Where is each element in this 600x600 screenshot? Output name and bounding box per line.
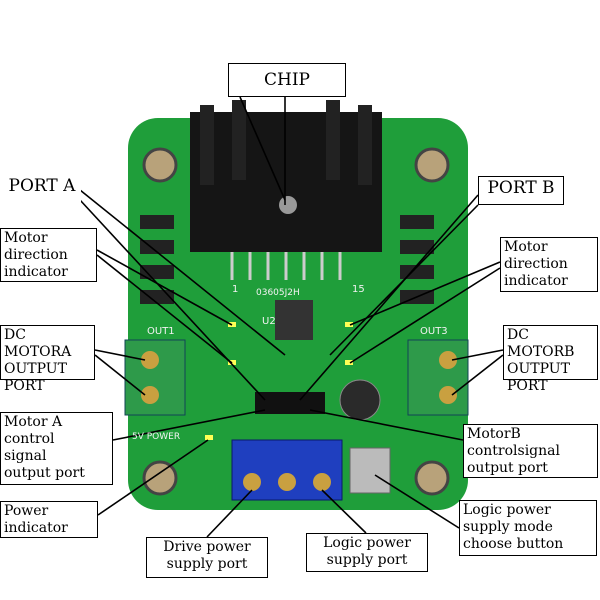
chip-pins xyxy=(230,252,342,280)
jumper-header xyxy=(255,392,325,414)
heatsink xyxy=(190,100,382,252)
silkscreen-5v-power: 5V POWER xyxy=(132,432,181,442)
label-port-b: PORT B xyxy=(478,176,564,205)
label-drive-power: Drive power supply port xyxy=(146,537,268,578)
silkscreen-chip-code: 03605J2H xyxy=(256,288,300,298)
silkscreen-pin-15: 15 xyxy=(352,284,365,295)
mount-screw xyxy=(414,147,450,183)
capacitor xyxy=(339,379,381,421)
label-motor-a-control: Motor A control signal output port xyxy=(0,412,113,485)
mode-button xyxy=(349,447,391,494)
label-logic-power: Logic power supply port xyxy=(306,533,428,572)
label-motor-b-control: MotorB controlsignal output port xyxy=(463,424,598,478)
mount-screw xyxy=(142,460,178,496)
label-motor-direction-right: Motor direction indicator xyxy=(500,237,598,292)
label-dc-motor-a: DC MOTORA OUTPUT PORT xyxy=(0,325,95,394)
label-port-a: PORT A xyxy=(3,175,81,203)
silkscreen-u2: U2 xyxy=(262,316,276,327)
silkscreen-out1: OUT1 xyxy=(147,326,175,337)
label-motor-direction-left: Motor direction indicator xyxy=(0,228,97,282)
label-logic-mode-button: Logic power supply mode choose button xyxy=(459,500,597,556)
label-chip: CHIP xyxy=(228,63,346,97)
silkscreen-pin-1: 1 xyxy=(232,284,239,295)
terminal-motor-a xyxy=(124,339,186,416)
mount-screw xyxy=(414,460,450,496)
label-dc-motor-b: DC MOTORB OUTPUT PORT xyxy=(503,325,598,394)
silkscreen-out3: OUT3 xyxy=(420,326,448,337)
terminal-motor-b xyxy=(407,339,469,416)
callout-lines xyxy=(79,96,504,538)
label-power-indicator: Power indicator xyxy=(0,501,98,538)
regulator xyxy=(275,300,313,340)
mount-screw xyxy=(142,147,178,183)
